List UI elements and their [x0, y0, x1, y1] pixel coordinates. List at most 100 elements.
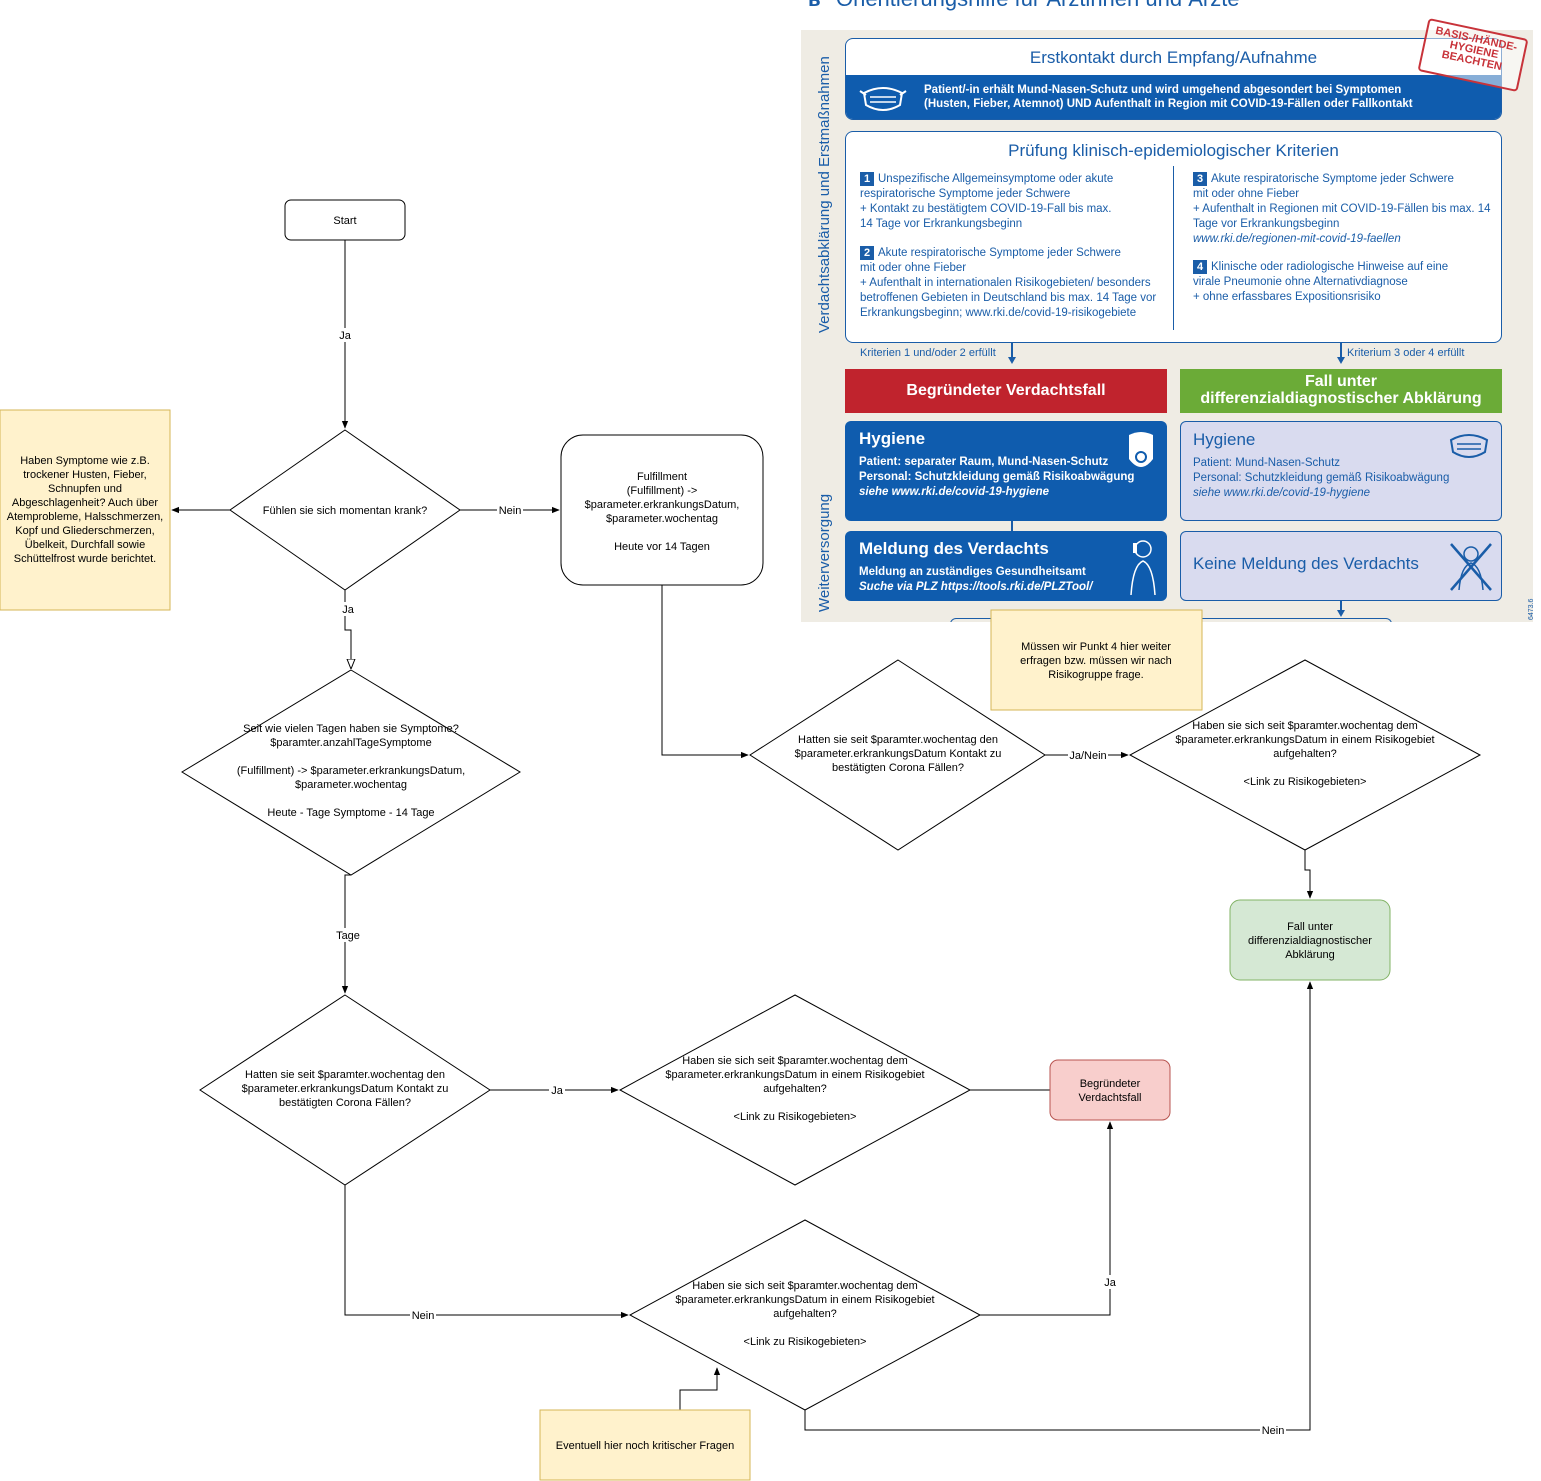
edge-label-janein: Ja/Nein — [1069, 750, 1106, 762]
fulfillment-line2: (Fulfillment) -> — [627, 485, 698, 497]
criterion-3-c: + Aufenthalt in Regionen mit COVID-19-Fä… — [1193, 203, 1491, 215]
criterion-1-b: respiratorische Symptome jeder Schwere — [860, 188, 1071, 200]
decision-risiko-lower-link: <Link zu Risikogebieten> — [744, 1336, 867, 1348]
decision-kontakt-upper-line3: bestätigten Corona Fällen? — [832, 762, 964, 774]
rki-erstkontakt-bar: Patient/-in erhält Mund-Nasen-Schutz und… — [846, 75, 1501, 119]
decision-tage-line1: Seit wie vielen Tagen haben sie Symptome… — [243, 723, 459, 735]
decision-tage-line4: $parameter.wochentag — [295, 779, 407, 791]
rki-meldung-left: Meldung des Verdachts Meldung an zuständ… — [845, 531, 1167, 601]
edge-note-to-risiko3 — [679, 1367, 721, 1410]
decision-risiko-lower-line3: aufgehalten? — [773, 1308, 837, 1320]
note-kritisch-label: Eventuell hier noch kritischer Fragen — [556, 1440, 735, 1452]
criterion-4-number: 4 — [1193, 260, 1207, 274]
rki-begruendet-header: Begründeter Verdachtsfall — [845, 369, 1167, 413]
fulfillment-line4: $parameter.wochentag — [606, 513, 718, 525]
rki-erstkontakt-box: Erstkontakt durch Empfang/Aufnahme Patie… — [845, 38, 1502, 120]
rki-pruefung-box: Prüfung klinisch-epidemiologischer Krite… — [845, 131, 1502, 343]
criterion-4-c: + ohne erfassbares Expositionsrisiko — [1193, 291, 1381, 303]
decision-kontakt-upper-line2: $parameter.erkrankungsDatum Kontakt zu — [795, 748, 1002, 760]
decision-risiko-middle-line2: $parameter.erkrankungsDatum in einem Ris… — [665, 1069, 924, 1081]
note-punkt4-line3: Risikogruppe frage. — [1048, 669, 1143, 681]
decision-kontakt-upper-text: Hatten sie seit $paramter.wochentag den … — [795, 734, 1002, 774]
note-punkt4 — [990, 609, 1203, 711]
rki-logo-icon: ʁ — [808, 0, 826, 12]
criterion-1-a: Unspezifische Allgemeinsymptome oder aku… — [878, 173, 1114, 185]
rki-keine-meldung: Keine Meldung des Verdachts — [1180, 531, 1502, 601]
rki-keine-meldung-text: Keine Meldung des Verdachts — [1193, 554, 1419, 573]
decision-krank — [229, 429, 461, 591]
rki-reference-panel: ʁOrientierungshilfe für Ärztinnen und Är… — [760, 0, 1541, 622]
decision-krank-label: Fühlen sie sich momentan krank? — [263, 505, 427, 517]
rki-connector-right — [1340, 601, 1342, 611]
edge-tage — [341, 874, 351, 994]
decision-tage-line5: Heute - Tage Symptome - 14 Tage — [267, 807, 434, 819]
rki-arrow-left-icon — [1008, 357, 1016, 364]
rki-hygiene-right-1: Patient: Mund-Nasen-Schutz — [1193, 457, 1341, 469]
rki-erstkontakt-text1: Patient/-in erhält Mund-Nasen-Schutz und… — [924, 84, 1402, 96]
edge-label-ja-2: Ja — [342, 604, 355, 616]
rki-hygiene-left-3: siehe www.rki.de/covid-19-hygiene — [859, 486, 1050, 498]
decision-tage-line3: (Fulfillment) -> $parameter.erkrankungsD… — [237, 765, 465, 777]
decision-risiko-lower-line2: $parameter.erkrankungsDatum in einem Ris… — [675, 1294, 934, 1306]
decision-kontakt-lower-text: Hatten sie seit $paramter.wochentag den … — [242, 1069, 449, 1109]
edge-labels: Ja Nein Ja Ja/Nein Tage Ja Nein Ja Nein — [334, 328, 1286, 1437]
edge-label-ja-4: Ja — [1104, 1277, 1117, 1289]
note-symptome-text: Haben Symptome wie z.B. trockener Husten… — [6, 455, 164, 565]
respirator-mask-icon — [1129, 432, 1153, 467]
decision-kontakt-lower-line2: $parameter.erkrankungsDatum Kontakt zu — [242, 1083, 449, 1095]
decision-kontakt-lower-line1: Hatten sie seit $paramter.wochentag den — [245, 1069, 445, 1081]
rki-meldung-1: Meldung an zuständiges Gesundheitsamt — [859, 566, 1086, 578]
rki-arrow-left-line — [1011, 343, 1013, 358]
rki-meldung-2: Suche via PLZ https://tools.rki.de/PLZTo… — [859, 581, 1093, 593]
edge-label-ja-3: Ja — [551, 1085, 564, 1097]
decision-kontakt-upper-line1: Hatten sie seit $paramter.wochentag den — [798, 734, 998, 746]
rki-meldung-title: Meldung des Verdachts — [859, 539, 1049, 558]
decision-risiko-middle-link: <Link zu Risikogebieten> — [734, 1111, 857, 1123]
note-symptome-fo: Haben Symptome wie z.B. trockener Husten… — [6, 455, 164, 565]
result-fall-diff-line2: differenzialdiagnostischer — [1248, 935, 1372, 947]
decision-risiko-upper-line3: aufgehalten? — [1273, 748, 1337, 760]
note-symptome — [0, 409, 171, 611]
fulfillment-node — [560, 434, 764, 586]
decision-kontakt-upper — [749, 659, 1046, 851]
rki-criterion-4: 4 Klinische oder radiologische Hinweise a… — [1193, 260, 1498, 305]
rki-connector-right-arrow-icon — [1337, 610, 1345, 617]
face-mask-icon — [859, 87, 907, 111]
criterion-4-a: Klinische oder radiologische Hinweise au… — [1211, 261, 1449, 273]
rki-hygiene-left: Hygiene Patient: separater Raum, Mund-Na… — [845, 421, 1167, 521]
decision-kontakt-lower-line3: bestätigten Corona Fällen? — [279, 1097, 411, 1109]
criterion-2-c: + Aufenthalt in internationalen Risikoge… — [860, 277, 1151, 289]
criterion-4-b: virale Pneumonie ohne Alternativdiagnose — [1193, 276, 1408, 288]
fulfillment-line5: Heute vor 14 Tagen — [614, 541, 710, 553]
note-punkt4-line2: erfragen bzw. müssen wir nach — [1020, 655, 1172, 667]
face-mask-icon — [1449, 434, 1489, 458]
note-punkt4-line1: Müssen wir Punkt 4 hier weiter — [1021, 641, 1171, 653]
result-fall-diff-text: Fall unter differenzialdiagnostischer Ab… — [1248, 921, 1372, 961]
edge-risiko-to-fall — [1304, 850, 1314, 899]
criterion-1-c: + Kontakt zu bestätigtem COVID-19-Fall b… — [860, 203, 1112, 215]
decision-risiko-upper-text: Haben sie sich seit $paramter.wochentag … — [1175, 720, 1434, 788]
edge-fulfillment-to-kontakt — [661, 585, 749, 759]
rki-hygiene-right-3: siehe www.rki.de/covid-19-hygiene — [1193, 487, 1371, 499]
criterion-3-b: mit oder ohne Fieber — [1193, 188, 1300, 200]
fulfillment-text: Fulfillment (Fulfillment) -> $parameter.… — [585, 471, 740, 553]
criterion-2-a: Akute respiratorische Symptome jeder Sch… — [878, 247, 1121, 259]
rki-erstkontakt-text2: (Husten, Fieber, Atemnot) UND Aufenthalt… — [924, 98, 1413, 110]
criterion-3-a: Akute respiratorische Symptome jeder Sch… — [1211, 173, 1454, 185]
rki-diff-header-line1: Fall unter — [1304, 373, 1377, 390]
rki-pruefung-divider — [1173, 166, 1174, 330]
edge-label-nein-1: Nein — [499, 505, 522, 517]
decision-tage — [181, 669, 521, 876]
decision-risiko-upper-link: <Link zu Risikogebieten> — [1244, 776, 1367, 788]
note-kritisch — [539, 1409, 751, 1481]
criterion-2-d: betroffenen Gebieten in Deutschland bis … — [860, 292, 1157, 304]
fulfillment-line1: Fulfillment — [637, 471, 687, 483]
criterion-3-d: Tage vor Erkrankungsbeginn — [1193, 218, 1340, 230]
fulfillment-line3: $parameter.erkrankungsDatum, — [585, 499, 740, 511]
edge-label-nein-2: Nein — [412, 1310, 435, 1322]
criterion-2-e: Erkrankungsbeginn; www.rki.de/covid-19-r… — [860, 307, 1137, 319]
rki-diff-header: Fall unter differenzialdiagnostischer Ab… — [1180, 369, 1502, 413]
rki-krit34-label: Kriterium 3 oder 4 erfüllt — [1347, 347, 1465, 359]
result-begruendet — [1049, 1059, 1171, 1121]
